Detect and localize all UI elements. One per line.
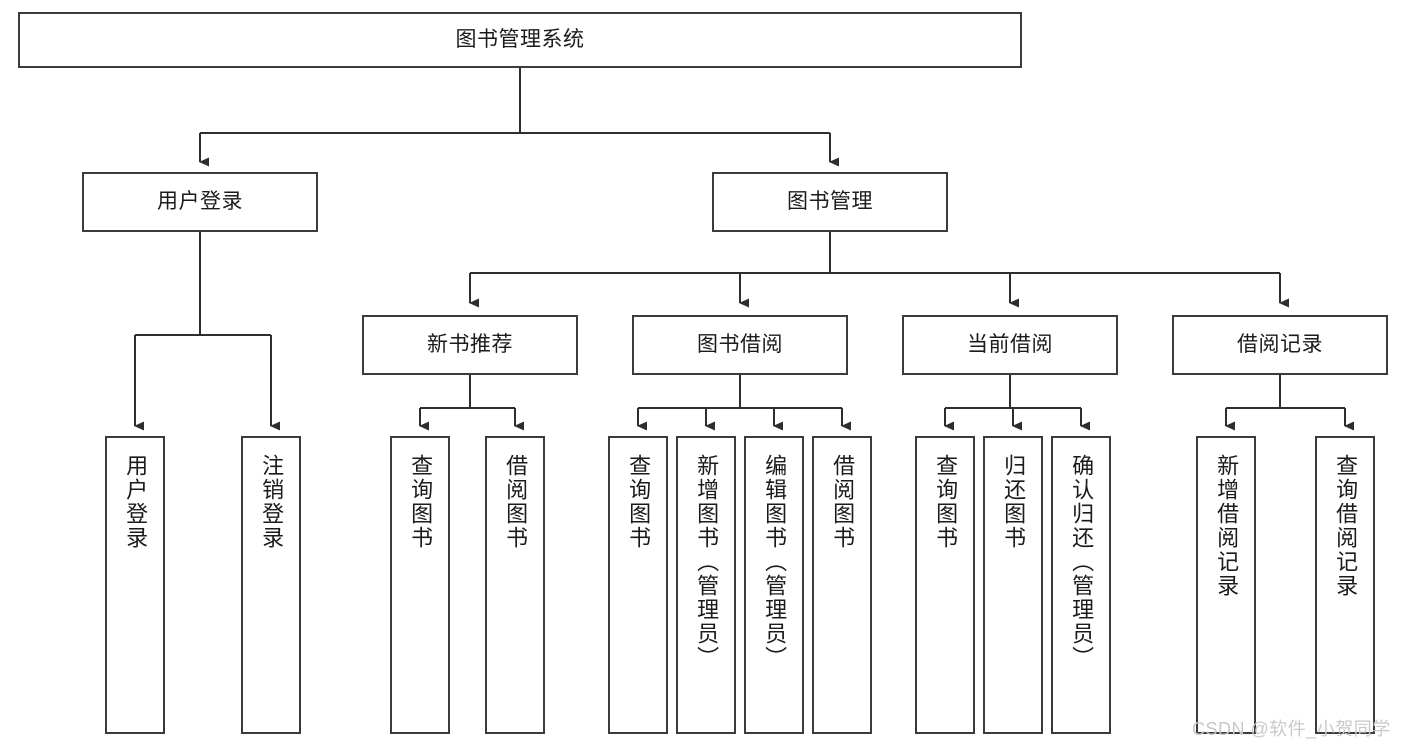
node-label-root: 图书管理系统 <box>455 27 585 51</box>
leaf-query-book-recommend[interactable]: 查询图书 <box>390 436 450 734</box>
leaf-label-add-borrow-record: 新增借阅记录 <box>1214 454 1240 598</box>
node-book-management[interactable]: 图书管理 <box>712 172 948 232</box>
csdn-watermark: CSDN @软件_小贺同学 <box>1192 719 1391 739</box>
leaf-user-logout[interactable]: 注销登录 <box>241 436 301 734</box>
node-book-borrow[interactable]: 图书借阅 <box>632 315 848 375</box>
leaf-label-borrow-book-recommend: 借阅图书 <box>503 454 529 550</box>
leaf-confirm-return-admin[interactable]: 确认归还（管理员） <box>1051 436 1111 734</box>
leaf-add-book-admin[interactable]: 新增图书（管理员） <box>676 436 736 734</box>
node-new-book-recommend[interactable]: 新书推荐 <box>362 315 578 375</box>
leaf-label-confirm-return-admin: 确认归还（管理员） <box>1069 454 1095 670</box>
leaf-label-query-book-borrow: 查询图书 <box>626 454 652 550</box>
leaf-user-login[interactable]: 用户登录 <box>105 436 165 734</box>
node-label-book-borrow: 图书借阅 <box>697 332 783 356</box>
leaf-borrow-book-recommend[interactable]: 借阅图书 <box>485 436 545 734</box>
leaf-label-borrow-book: 借阅图书 <box>830 454 856 550</box>
leaf-label-query-book-current: 查询图书 <box>933 454 959 550</box>
node-label-borrow-records: 借阅记录 <box>1237 332 1323 356</box>
node-label-user-login: 用户登录 <box>157 189 243 213</box>
node-label-new-book-recommend: 新书推荐 <box>427 332 513 356</box>
node-current-borrow[interactable]: 当前借阅 <box>902 315 1118 375</box>
node-root[interactable]: 图书管理系统 <box>18 12 1022 68</box>
node-user-login[interactable]: 用户登录 <box>82 172 318 232</box>
leaf-borrow-book[interactable]: 借阅图书 <box>812 436 872 734</box>
node-label-book-management: 图书管理 <box>787 189 873 213</box>
leaf-query-book-borrow[interactable]: 查询图书 <box>608 436 668 734</box>
leaf-label-edit-book-admin: 编辑图书（管理员） <box>762 454 788 670</box>
leaf-label-query-borrow-record: 查询借阅记录 <box>1333 454 1359 598</box>
leaf-add-borrow-record[interactable]: 新增借阅记录 <box>1196 436 1256 734</box>
leaf-query-borrow-record[interactable]: 查询借阅记录 <box>1315 436 1375 734</box>
node-borrow-records[interactable]: 借阅记录 <box>1172 315 1388 375</box>
leaf-return-book[interactable]: 归还图书 <box>983 436 1043 734</box>
leaf-query-book-current[interactable]: 查询图书 <box>915 436 975 734</box>
leaf-label-user-logout: 注销登录 <box>259 454 285 550</box>
leaf-label-add-book-admin: 新增图书（管理员） <box>694 454 720 670</box>
leaf-label-query-book-recommend: 查询图书 <box>408 454 434 550</box>
node-label-current-borrow: 当前借阅 <box>967 332 1053 356</box>
leaf-label-return-book: 归还图书 <box>1001 454 1027 550</box>
leaf-edit-book-admin[interactable]: 编辑图书（管理员） <box>744 436 804 734</box>
leaf-label-user-login: 用户登录 <box>123 454 149 550</box>
